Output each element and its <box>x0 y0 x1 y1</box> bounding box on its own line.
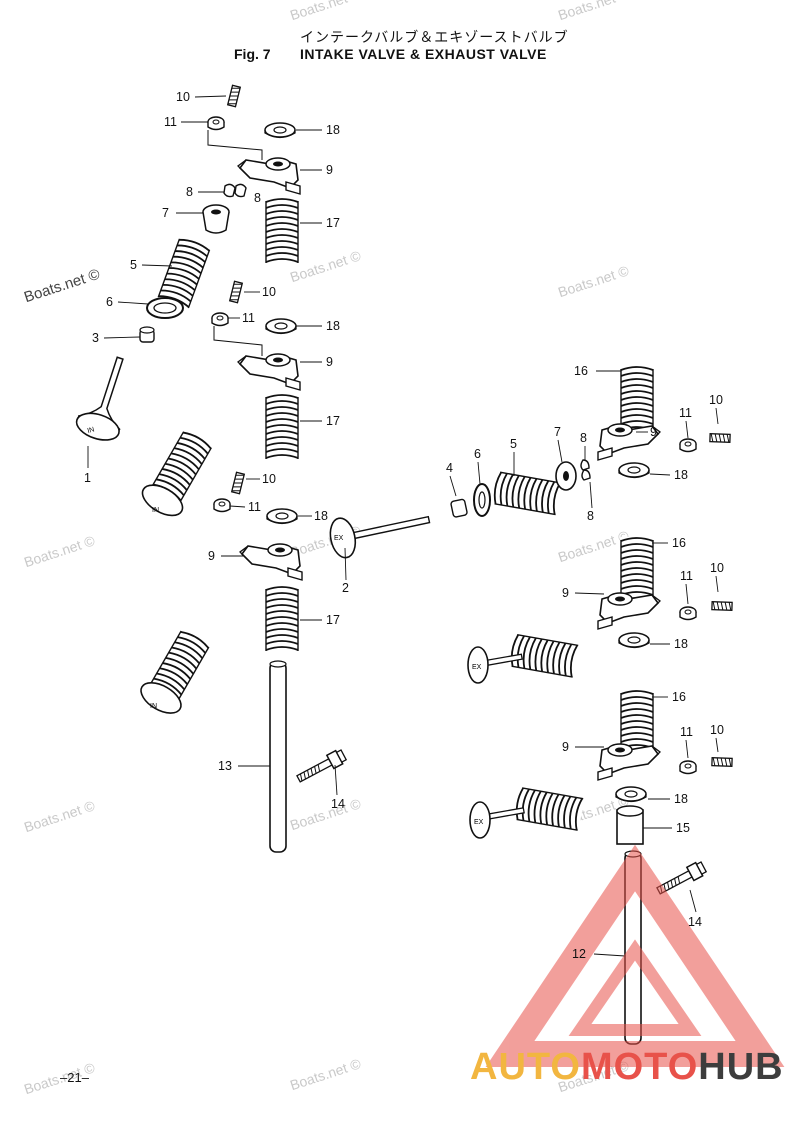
callout-label: 1 <box>84 471 91 485</box>
callout-label: 18 <box>674 637 688 651</box>
callout-label: 18 <box>674 792 688 806</box>
callout-label: 7 <box>554 425 561 439</box>
callout-label: 15 <box>676 821 690 835</box>
leader-lines <box>87 95 719 957</box>
callout-label: 6 <box>474 447 481 461</box>
callout-label: 14 <box>331 797 345 811</box>
title-japanese: インテークバルブ＆エキゾーストバルブ <box>300 30 569 46</box>
callout-label: 9 <box>650 425 657 439</box>
callout-label: 16 <box>672 690 686 704</box>
callout-label: 11 <box>248 500 261 514</box>
callout-label: 16 <box>574 364 588 378</box>
callout-label: 11 <box>680 725 693 739</box>
valve-mark-in: IN <box>87 426 96 435</box>
callout-label: 11 <box>680 569 693 583</box>
callout-label: 7 <box>162 206 169 220</box>
callout-label: 10 <box>262 472 276 486</box>
callout-label: 10 <box>176 90 190 104</box>
callout-label: 12 <box>572 947 586 961</box>
logo-part-hub: HUB <box>698 1046 784 1088</box>
valve-mark-ex: EX <box>474 819 484 826</box>
callout-label: 3 <box>92 331 99 345</box>
callout-label: 17 <box>326 414 340 428</box>
callout-label: 11 <box>679 406 692 420</box>
valve-mark-ex: EX <box>472 664 482 671</box>
callout-label: 10 <box>709 393 723 407</box>
figure-number: Fig. 7 <box>234 46 271 62</box>
callout-label: 18 <box>674 468 688 482</box>
callout-label: 18 <box>326 319 340 333</box>
callout-label: 8 <box>587 509 594 523</box>
automotohub-logo: AUTOMOTOHUB <box>470 1046 784 1089</box>
valve-mark-in: IN <box>150 703 157 710</box>
callout-label: 11 <box>242 311 255 325</box>
callout-label: 8 <box>580 431 587 445</box>
callout-label: 10 <box>710 723 724 737</box>
callout-label: 18 <box>326 123 340 137</box>
callout-label: 11 <box>164 115 177 129</box>
page-number: –21– <box>60 1070 89 1085</box>
logo-part-moto: MOTO <box>580 1046 699 1088</box>
callout-label: 5 <box>130 258 137 272</box>
valve-mark-in: IN <box>152 507 159 514</box>
callout-label: 8 <box>254 191 261 205</box>
callout-label: 14 <box>688 915 702 929</box>
callout-label: 9 <box>326 355 333 369</box>
callout-label: 4 <box>446 461 453 475</box>
callout-label: 17 <box>326 216 340 230</box>
callout-label: 10 <box>710 561 724 575</box>
valve-mark-ex: EX <box>334 535 344 542</box>
callout-label: 16 <box>672 536 686 550</box>
callout-label: 9 <box>562 586 569 600</box>
callout-label: 18 <box>314 509 328 523</box>
callout-label: 9 <box>562 740 569 754</box>
callout-label: 17 <box>326 613 340 627</box>
callout-label: 8 <box>186 185 193 199</box>
callout-label: 9 <box>208 549 215 563</box>
figure-title: INTAKE VALVE & EXHAUST VALVE <box>300 46 547 62</box>
callout-label: 9 <box>326 163 333 177</box>
callout-labels: 10 11 18 9 8 8 7 17 5 6 3 1 10 11 18 9 1… <box>84 90 724 961</box>
callout-label: 6 <box>106 295 113 309</box>
callout-label: 5 <box>510 437 517 451</box>
callout-label: 2 <box>342 581 349 595</box>
callout-label: 10 <box>262 285 276 299</box>
logo-part-auto: AUTO <box>470 1046 581 1088</box>
automotohub-logo-triangle <box>485 844 785 1067</box>
callout-label: 13 <box>218 759 232 773</box>
